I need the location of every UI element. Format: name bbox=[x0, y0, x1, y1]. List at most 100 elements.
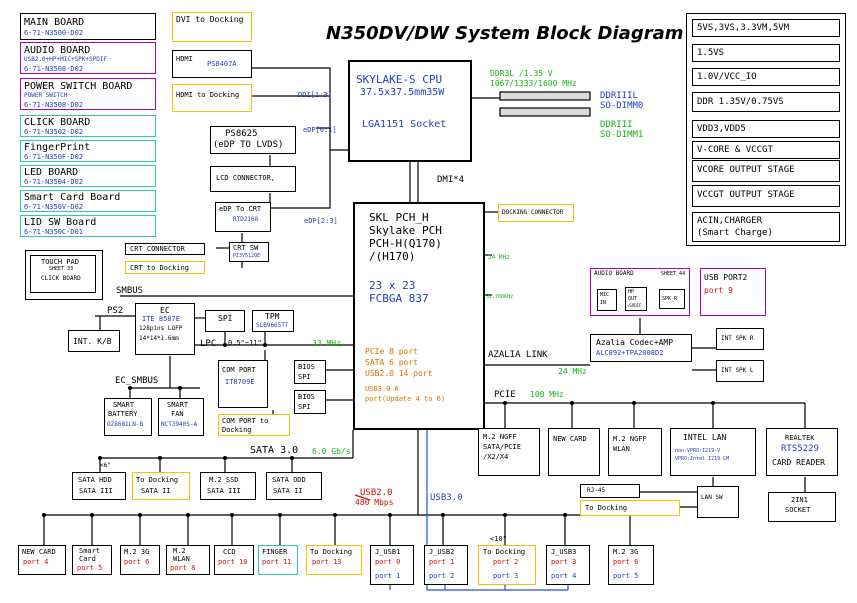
pch-usb3-note: port(Update 4 to 6) bbox=[365, 395, 446, 403]
dmi-label: DMI*4 bbox=[437, 175, 465, 185]
spi-label: SPI bbox=[218, 314, 233, 323]
cpu-socket: LGA1151 Socket bbox=[362, 119, 447, 130]
crt-dock-label: CRT to Docking bbox=[130, 264, 190, 272]
dvi-docking: DVI to Docking bbox=[172, 12, 252, 42]
usb3-port-num: port 3 bbox=[493, 572, 519, 580]
m2-ngff-ssd: M.2 NGFF SATA/PCIE /X2/X4 bbox=[478, 428, 540, 476]
pch-l1: SKL PCH_H bbox=[369, 211, 429, 224]
tpm-block: TPM SLB9665TT bbox=[252, 310, 294, 332]
usb-port-name: J_USB1 bbox=[375, 548, 401, 556]
usb-port-name: Smart bbox=[79, 547, 101, 555]
board-led: LED BOARD 6-71-N3504-D02 bbox=[20, 165, 156, 187]
usb3-port-num: port 1 bbox=[375, 572, 401, 580]
int-spk-r: INT SPK R bbox=[716, 328, 764, 350]
board-part: 6-71-N3504-D02 bbox=[24, 178, 84, 186]
audio-board: AUDIO BOARD SHEET 44 MIC IN HP OUT +SPDI… bbox=[590, 268, 690, 316]
pch-l2: Skylake PCH bbox=[369, 224, 442, 237]
usb-port-name: FINGER bbox=[262, 548, 288, 556]
fan-chip: NCT3940S-A bbox=[161, 421, 198, 428]
board-name: CLICK BOARD bbox=[24, 117, 91, 128]
ec-size: 14*14*1.6mm bbox=[139, 335, 179, 342]
usb3-label: USB3.0 bbox=[430, 493, 463, 503]
azalia-codec: Azalia Codec+AMP ALC892+TPA2008D2 bbox=[590, 334, 692, 362]
intel-lan: INTEL LAN non-VPRO:I219-V VPRO:Intel I21… bbox=[670, 428, 756, 476]
ddr-speed-label: 1067/1333/1600 MHz bbox=[490, 79, 577, 88]
battery-l1: SMART bbox=[113, 401, 135, 409]
mic-in: MIC IN bbox=[597, 289, 617, 311]
spkr-label: SPK_R bbox=[662, 296, 678, 302]
m2-ssd: M.2 SSD SATA III bbox=[200, 472, 256, 500]
board-name: Smart Card Board bbox=[24, 192, 121, 203]
power-label: ACIN,CHARGER bbox=[697, 216, 763, 226]
clk-24mhz: 24 MHz bbox=[488, 254, 510, 261]
crt-sw: CRT SW PI3V512QE bbox=[229, 242, 269, 262]
usb-port-name: M.2 bbox=[173, 547, 186, 555]
satadock-l1: To Docking bbox=[136, 476, 179, 484]
usb-port-name2: Card bbox=[79, 555, 96, 563]
hp-out: HP OUT +SPDIF bbox=[625, 287, 647, 311]
usb-j-usb1: J_USB1 port 0 port 1 bbox=[370, 545, 414, 585]
ec-package: 128pins LQFP bbox=[139, 325, 183, 332]
power-item: VCORE OUTPUT STAGE bbox=[692, 160, 840, 182]
hdmi-docking: HDMI to Docking bbox=[172, 84, 252, 112]
board-sub: USB2.0+HP+MIC+SPK+SPDIF bbox=[24, 56, 108, 63]
hdmi-block: HDMI PS8407A bbox=[172, 50, 252, 78]
usb3-port-num: port 4 bbox=[551, 572, 577, 580]
bios1-l1: BIOS bbox=[298, 363, 315, 371]
ps8625-desc: (eDP TO LVDS) bbox=[213, 140, 284, 150]
usb-docking-13: To Docking port 13 bbox=[306, 545, 362, 575]
battery-l2: BATTERY bbox=[108, 410, 138, 418]
usb-finger: FINGER port 11 bbox=[258, 545, 298, 575]
board-part: 6-71-N350F-D02 bbox=[24, 153, 84, 161]
lpc-length: 0.5"~11" bbox=[228, 339, 262, 347]
pch-usb3: USB3.0 6 bbox=[365, 385, 399, 393]
hp-l1: HP bbox=[628, 289, 635, 295]
board-sub: POWER SWITCH bbox=[24, 92, 68, 99]
audio-sheet: SHEET 44 bbox=[661, 271, 686, 277]
bios-spi-1: BIOS SPI bbox=[294, 360, 326, 384]
newcard-label: NEW CARD bbox=[553, 435, 587, 443]
usb-port9-label: port 9 bbox=[704, 286, 733, 295]
usb-port-name: NEW CARD bbox=[22, 548, 56, 556]
touchpad-click: CLICK BOARD bbox=[41, 275, 81, 282]
m2wlan-l2: WLAN bbox=[613, 445, 630, 453]
power-item: V-CORE & VCCGT bbox=[692, 141, 840, 159]
edp-crt-chip: RTD2168 bbox=[233, 216, 259, 223]
touchpad-inner: TOUCH PAD SHEET 33 CLICK BOARD bbox=[30, 255, 96, 293]
power-list: 5VS,3VS,3.3VM,5VM 1.5VS 1.0V/VCC_IO DDR … bbox=[686, 13, 846, 246]
board-click: CLICK BOARD 6-71-N3502-D02 bbox=[20, 115, 156, 137]
m2wlan-l1: M.2 NGFF bbox=[613, 435, 647, 443]
usb-docking-2: To Docking port 2 port 3 bbox=[478, 545, 536, 585]
ec-title: EC bbox=[160, 306, 170, 315]
usb-port-num: port 6 bbox=[613, 558, 639, 566]
dimm1-type: DDRIII bbox=[600, 120, 633, 130]
docking-connector: DOCKING CONNECTOR bbox=[498, 204, 574, 222]
usb-port-name: J_USB2 bbox=[429, 548, 455, 556]
com-l1: COM PORT bbox=[222, 366, 256, 374]
power-label: 1.5VS bbox=[697, 48, 725, 58]
clk-32khz: 32.768KHz bbox=[486, 294, 514, 300]
usb-port-num: port 13 bbox=[312, 558, 342, 566]
intspkr-label: INT SPK R bbox=[721, 335, 754, 342]
dimm0-type: DDRIIIL bbox=[600, 91, 638, 101]
m2ngff-l3: /X2/X4 bbox=[483, 453, 509, 461]
usb-m2-wlan: M.2 WLAN port 8 bbox=[166, 545, 210, 575]
power-label: DDR 1.35V/0.75VS bbox=[697, 97, 784, 107]
m2ngff-l1: M.2 NGFF bbox=[483, 433, 517, 441]
audio-title: AUDIO BOARD bbox=[594, 270, 634, 277]
board-fingerprint: FingerPrint 6-71-N350F-D02 bbox=[20, 140, 156, 162]
usb-j-usb2: J_USB2 port 1 port 2 bbox=[424, 545, 468, 585]
power-label: VCORE OUTPUT STAGE bbox=[697, 165, 795, 175]
power-label: (Smart Charge) bbox=[697, 228, 773, 238]
realtek-l1: REALTEK bbox=[785, 434, 815, 442]
board-part: 6-71-N3500-D02 bbox=[24, 29, 84, 37]
rj45: RJ-45 bbox=[580, 484, 640, 498]
lan-l3: VPRO:Intel I219-LM bbox=[675, 456, 730, 462]
usb-m2-3g: M.2 3G port 6 bbox=[120, 545, 160, 575]
tpm-label: TPM bbox=[265, 312, 280, 321]
board-name: LID SW Board bbox=[24, 217, 97, 228]
board-part: 6-71-N350C-D01 bbox=[24, 228, 84, 236]
sata-label: SATA 3.0 bbox=[250, 445, 299, 456]
spk-r: SPK_R bbox=[659, 289, 685, 309]
